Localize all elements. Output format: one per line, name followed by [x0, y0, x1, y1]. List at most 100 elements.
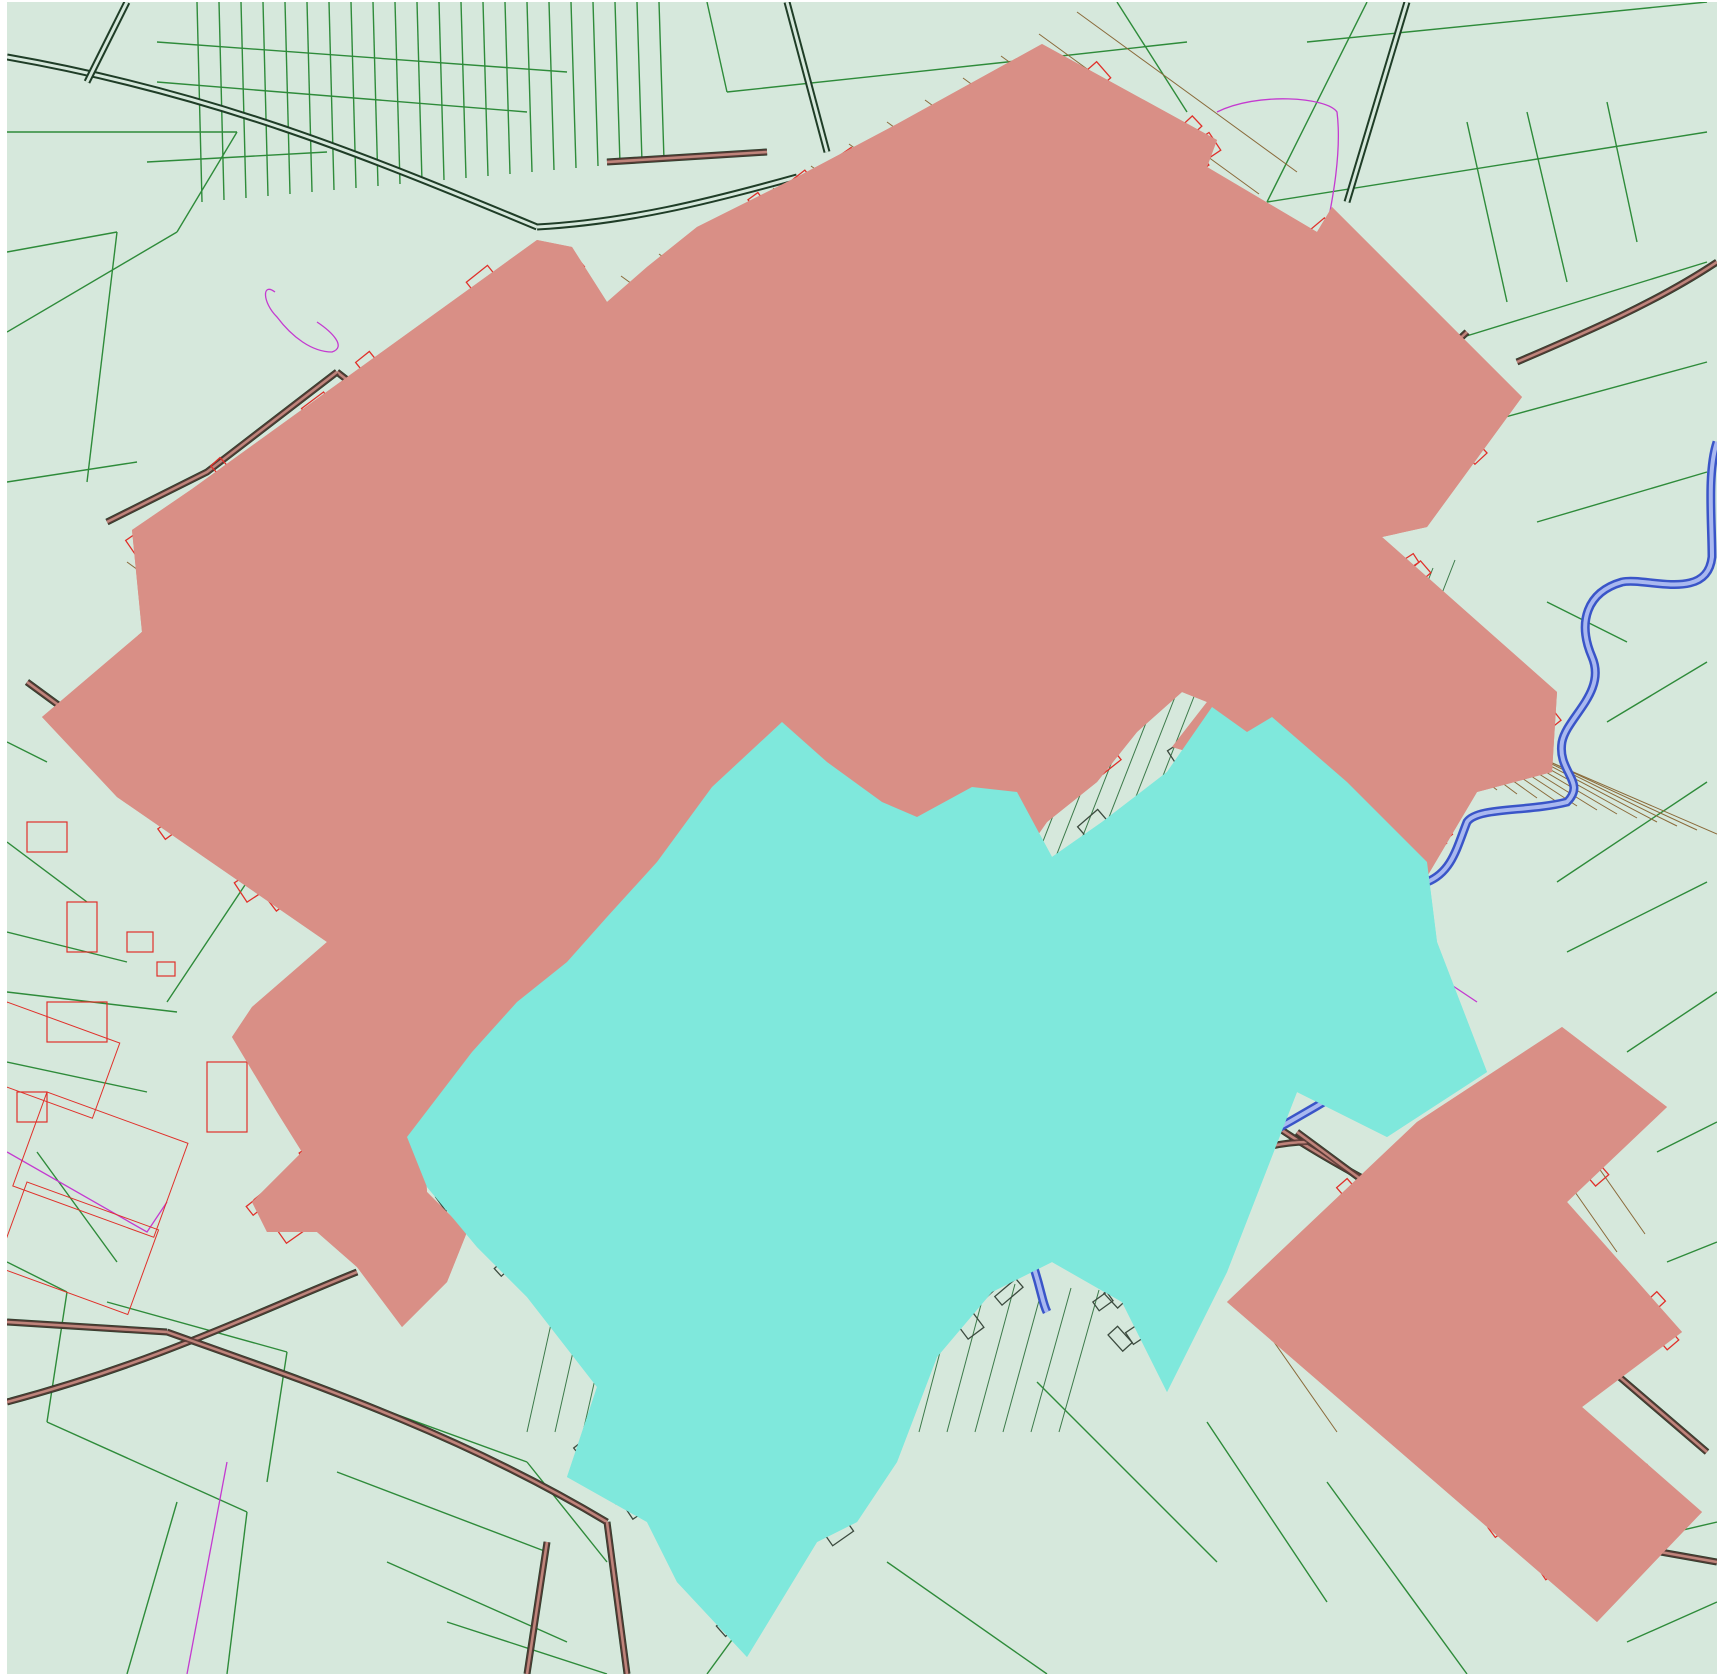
parcel-boundary	[262, 2, 269, 197]
parcel-boundary	[1030, 1287, 1072, 1433]
road-surface	[166, 1330, 608, 1524]
building	[156, 961, 176, 977]
parcel-boundary	[176, 131, 238, 233]
building	[1107, 1325, 1134, 1353]
parcel-boundary	[46, 1291, 68, 1423]
parcel-boundary	[526, 2, 533, 173]
parcel-boundary	[106, 1301, 288, 1353]
parcel-boundary	[592, 2, 599, 167]
parcel-boundary	[7, 461, 138, 483]
road-surface	[605, 1521, 629, 1674]
road-surface	[106, 371, 338, 524]
building	[16, 1091, 48, 1123]
road-surface	[1516, 260, 1717, 364]
building	[46, 1001, 108, 1043]
parcel-boundary	[1446, 261, 1708, 343]
magenta-line	[264, 288, 339, 353]
parcel-boundary	[218, 2, 225, 201]
parcel-boundary	[1606, 661, 1708, 723]
parcel-boundary	[504, 2, 511, 175]
building	[126, 931, 154, 953]
parcel-boundary	[226, 1511, 248, 1674]
parcel-boundary	[1306, 2, 1708, 43]
road-surface	[525, 1541, 549, 1674]
building	[26, 821, 68, 853]
parcel-boundary	[86, 231, 118, 483]
parcel-boundary	[570, 2, 577, 169]
parcel-boundary	[126, 1501, 178, 1674]
parcel-boundary	[658, 2, 665, 161]
parcel-boundary	[1466, 121, 1508, 303]
parcel-boundary	[1666, 1241, 1717, 1263]
parcel-boundary	[636, 2, 643, 163]
parcel-boundary	[946, 1281, 988, 1433]
road-surface	[7, 1320, 168, 1334]
parcel-boundary	[46, 1421, 248, 1513]
parcel-boundary	[1556, 781, 1708, 883]
parcel-boundary	[306, 2, 313, 193]
parcel-boundary	[156, 81, 528, 113]
parcel-boundary	[416, 2, 423, 183]
parcel-boundary	[336, 1471, 548, 1553]
building	[66, 901, 98, 953]
parcel-boundary	[7, 231, 178, 333]
parcel-boundary	[706, 2, 728, 93]
parcel-boundary	[1266, 1331, 1338, 1433]
parcel-boundary	[726, 61, 1008, 93]
parcel-boundary	[146, 151, 328, 163]
parcel-boundary	[372, 2, 379, 187]
building	[7, 1001, 121, 1119]
parcel-boundary	[284, 2, 291, 195]
parcel-boundary	[460, 2, 467, 179]
parcel-boundary	[156, 41, 568, 73]
road-surface	[606, 150, 768, 164]
building	[12, 1091, 189, 1238]
parcel-boundary	[1036, 1381, 1218, 1563]
parcel-boundary	[1566, 881, 1708, 953]
parcel-boundary	[1606, 101, 1638, 243]
road-surface	[785, 2, 829, 153]
parcel-boundary	[1058, 1289, 1100, 1433]
parcel-boundary	[482, 2, 489, 177]
parcel-boundary	[886, 1561, 1048, 1674]
parcel-boundary	[1326, 1481, 1468, 1674]
magenta-line	[7, 1151, 168, 1233]
parcel-boundary	[1206, 1421, 1328, 1603]
parcel-boundary	[526, 1461, 608, 1563]
parcel-boundary	[614, 2, 621, 165]
parcel-boundary	[7, 741, 48, 763]
building	[993, 1277, 1024, 1307]
parcel-boundary	[438, 2, 445, 181]
road-surface	[1345, 2, 1409, 203]
parcel-boundary	[7, 841, 88, 903]
parcel-boundary	[974, 1283, 1016, 1433]
building	[206, 1061, 248, 1133]
parcel-boundary	[36, 1151, 118, 1263]
parcel-boundary	[1002, 1285, 1044, 1433]
parcel-boundary	[446, 1621, 608, 1674]
parcel-boundary	[1626, 1601, 1717, 1643]
road-surface	[85, 2, 129, 83]
parcel-boundary	[7, 1261, 68, 1293]
parcel-boundary	[1486, 361, 1708, 423]
road-surface	[7, 1270, 358, 1404]
parcel-boundary	[1536, 471, 1708, 523]
parcel-boundary	[7, 1061, 148, 1093]
parcel-boundary	[1526, 111, 1568, 283]
parcel-boundary	[166, 881, 248, 1003]
parcel-boundary	[1656, 1121, 1717, 1153]
building	[1091, 1291, 1114, 1312]
parcel-boundary	[1526, 751, 1717, 835]
cadastral-map[interactable]	[7, 2, 1717, 1674]
parcel-boundary	[1266, 131, 1708, 203]
parcel-boundary	[394, 2, 401, 185]
parcel-boundary	[1116, 2, 1188, 113]
building	[7, 1181, 160, 1316]
magenta-line	[1216, 98, 1340, 228]
parcel-boundary	[240, 2, 247, 199]
parcel-boundary	[1076, 11, 1298, 173]
parcel-boundary	[7, 231, 118, 253]
parcel-boundary	[1626, 991, 1717, 1053]
magenta-line	[186, 1461, 228, 1674]
